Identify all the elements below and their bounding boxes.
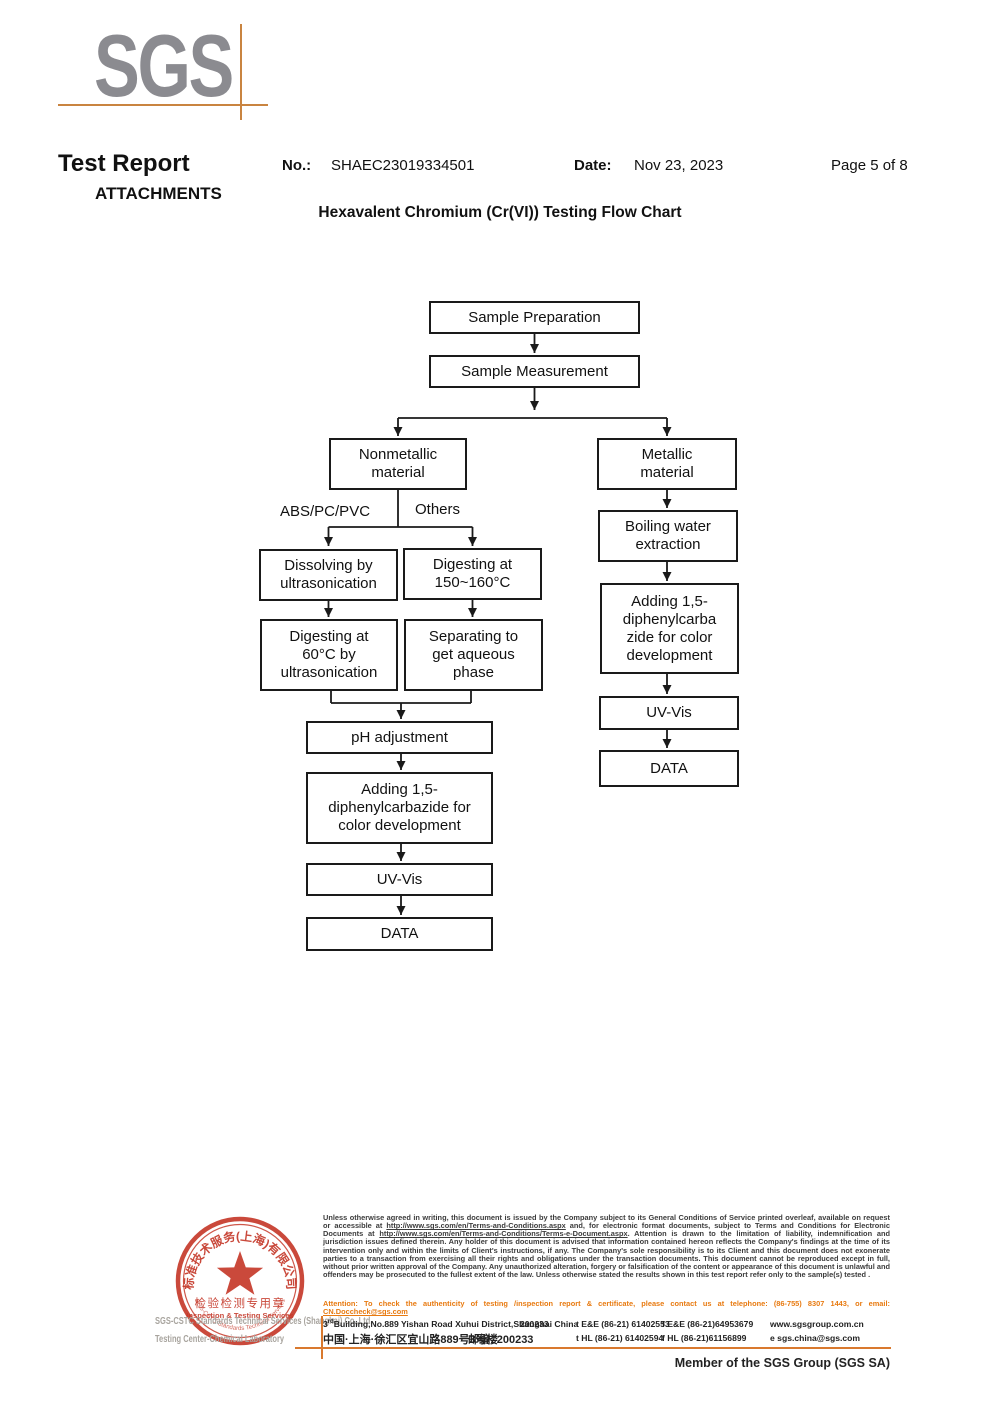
address-en-sup: rd [327,1319,334,1326]
logo-crosshair-horizontal [58,104,268,106]
doccheck-email: CN.Doccheck@sgs.com [323,1307,408,1317]
report-title: Test Report [58,150,190,177]
box-ph-adjustment: pH adjustment [306,721,493,754]
address-en-no: 3 [323,1319,328,1329]
box-nonmetallic-material: Nonmetallic material [329,438,467,490]
box-boiling-water-extraction: Boiling water extraction [598,510,738,562]
tel-ee: t E&E (86-21) 61402553 [576,1319,670,1329]
box-data-left: DATA [306,917,493,951]
flowchart-connectors [324,334,672,915]
box-uv-vis-right: UV-Vis [599,696,739,730]
website: www.sgsgroup.com.cn [770,1319,864,1329]
box-digesting-150-160: Digesting at 150~160°C [403,548,542,600]
legal-text-2: and, for electronic format documents, su… [323,1221,890,1239]
report-no-label: No.: [282,157,312,174]
box-sample-preparation: Sample Preparation [429,301,640,334]
fax-hl: f HL (86-21)61156899 [662,1333,747,1343]
stamp-seal-en: Inspection & Testing Services [186,1311,293,1320]
legal-fine-print: Unless otherwise agreed in writing, this… [323,1213,890,1280]
fax-ee: f E&E (86-21)64953679 [662,1319,754,1329]
terms-e-document-url: http://www.sgs.com/en/Terms-and-Conditio… [379,1229,628,1239]
terms-url: http://www.sgs.com/en/Terms-and-Conditio… [386,1221,566,1231]
sgs-logo: SGS [94,16,234,115]
attention-text: Attention: To check the authenticity of … [323,1299,890,1308]
box-data-right: DATA [599,750,739,787]
label-abs-pc-pvc: ABS/PC/PVC [280,503,371,520]
report-no-value: SHAEC23019334501 [331,157,475,174]
inspection-testing-stamp: 标准技术服务(上海)有限公司 检验检测专用章 Inspection & Test… [175,1216,305,1346]
tel-hl: t HL (86-21) 61402594 [576,1333,664,1343]
label-others: Others [415,501,461,518]
box-adding-diphenylcarbazide-right: Adding 1,5- diphenylcarba zide for color… [600,583,739,674]
postal-code-cn: 邮编: 200233 [468,1334,534,1346]
legal-text-3: . Attention is drawn to the limitation o… [323,1229,890,1280]
flowchart-title: Hexavalent Chromium (Cr(VI)) Testing Flo… [318,204,682,221]
box-adding-diphenylcarbazide-left: Adding 1,5- diphenylcarbazide for color … [306,772,493,844]
box-digesting-60-ultrasonication: Digesting at 60°C by ultrasonication [260,619,398,691]
attention-note: Attention: To check the authenticity of … [323,1299,890,1317]
footer-crosshair-horizontal [295,1347,891,1349]
box-dissolving-ultrasonication: Dissolving by ultrasonication [259,549,398,601]
address-en-rest: Building,No.889 Yishan Road Xuhui Distri… [333,1319,579,1329]
address-en: 3rdBuilding,No.889 Yishan Road Xuhui Dis… [323,1319,578,1329]
stamp-seal-cn: 检验检测专用章 [195,1296,286,1310]
postal-code-en: 200233 [520,1319,549,1329]
attachments-label: ATTACHMENTS [95,184,222,203]
box-metallic-material: Metallic material [597,438,737,490]
date-value: Nov 23, 2023 [634,157,724,174]
logo-crosshair-vertical [240,24,242,120]
address-cn: 中国·上海·徐汇区宜山路889号3号楼 [323,1334,498,1346]
stamp-star-icon [216,1251,264,1295]
company-lab-line: Testing Center-Chemical Laboratory [155,1334,285,1345]
box-uv-vis-left: UV-Vis [306,863,493,896]
box-separating-aqueous-phase: Separating to get aqueous phase [404,619,543,691]
page-number: Page 5 of 8 [831,157,908,174]
footer-crosshair-vertical [321,1316,323,1359]
company-name-line: SGS-CSTC Standards Technical Services (S… [155,1316,373,1327]
legal-text-1: Unless otherwise agreed in writing, this… [323,1213,890,1231]
member-of-sgs-group: Member of the SGS Group (SGS SA) [674,1356,890,1370]
date-label: Date: [574,157,612,174]
email-address: e sgs.china@sgs.com [770,1333,861,1343]
box-sample-measurement: Sample Measurement [429,355,640,388]
